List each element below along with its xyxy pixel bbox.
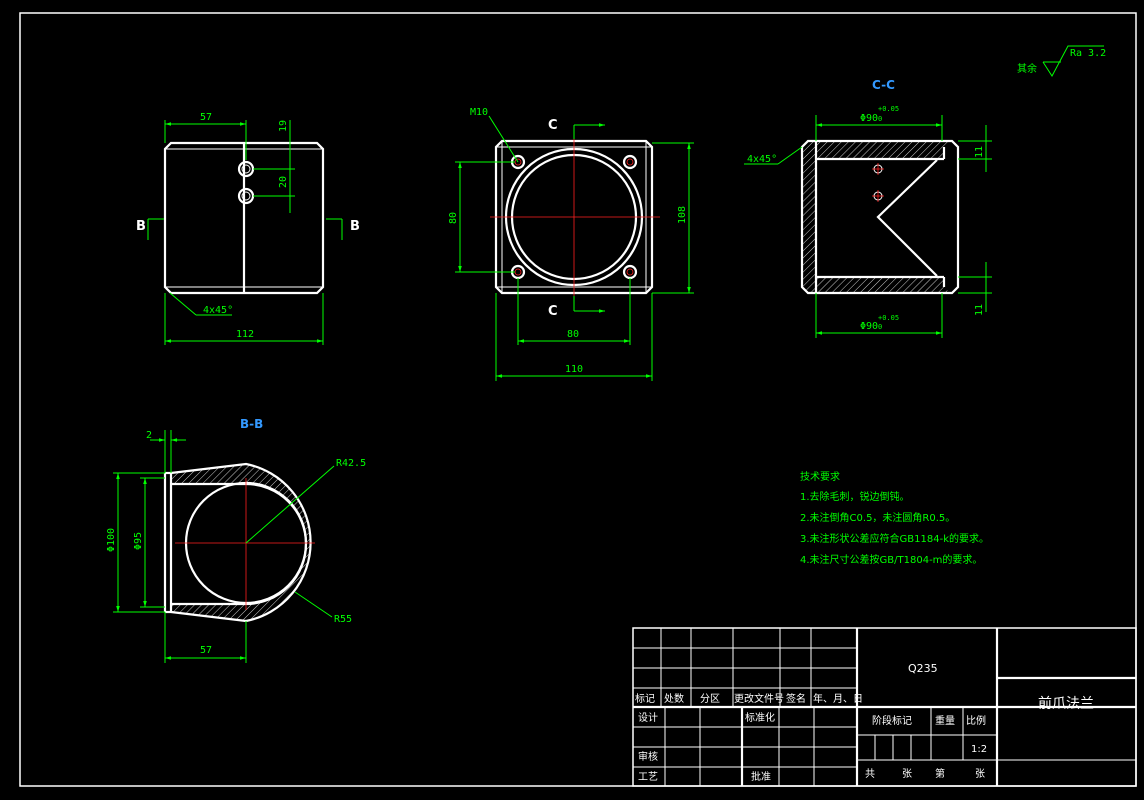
dim-80-horizontal: 80 bbox=[567, 329, 579, 340]
dim-phi90-bottom: Φ90 bbox=[860, 321, 878, 332]
section-mark-b-left: B bbox=[136, 219, 146, 234]
tech-title: 技术要求 bbox=[800, 470, 840, 483]
tb-header-mark: 标记 bbox=[635, 693, 655, 705]
dim-80-vertical: 80 bbox=[448, 212, 459, 224]
roughness-value: Ra 3.2 bbox=[1070, 48, 1106, 59]
tol-upper-top: +0.05 bbox=[878, 105, 899, 113]
dim-19: 19 bbox=[278, 120, 289, 132]
tb-approve: 批准 bbox=[751, 770, 771, 783]
tb-weight: 重量 bbox=[935, 714, 955, 727]
view-side: 57 19 20 4x45° 112 B B bbox=[136, 112, 360, 345]
dim-11-bottom: 11 bbox=[974, 304, 985, 316]
tb-material: Q235 bbox=[908, 662, 938, 675]
tb-page: 第 bbox=[935, 767, 945, 780]
tech-requirements: 技术要求 1.去除毛刺，锐边倒钝。 2.未注倒角C0.5，未注圆角R0.5。 3… bbox=[800, 470, 989, 566]
tb-review: 审核 bbox=[638, 750, 658, 763]
tb-process: 工艺 bbox=[638, 771, 658, 783]
dim-110: 110 bbox=[565, 364, 583, 375]
view-section-bb: B-B 2 R42.5 Φ100 Φ95 R55 bbox=[106, 417, 366, 663]
dim-phi95: Φ95 bbox=[133, 532, 144, 550]
section-mark-c-bottom: C bbox=[548, 304, 558, 319]
tech-item-1: 1.去除毛刺，锐边倒钝。 bbox=[800, 490, 910, 503]
tb-standard: 标准化 bbox=[745, 711, 775, 724]
tol-lower-top: 0 bbox=[878, 115, 882, 123]
tb-sheet: 张 bbox=[902, 768, 912, 780]
roughness-symbol: 其余 Ra 3.2 bbox=[1017, 45, 1106, 77]
tb-total: 共 bbox=[865, 768, 875, 780]
section-title-bb: B-B bbox=[240, 417, 263, 431]
dim-108: 108 bbox=[677, 206, 688, 224]
dim-r55: R55 bbox=[334, 614, 352, 625]
dim-phi90-top: Φ90 bbox=[860, 113, 878, 124]
title-block: 标记 处数 分区 更改文件号 签名 年、月、日 设计 标准化 审核 工艺 批准 … bbox=[632, 627, 1137, 787]
dim-11-top: 11 bbox=[974, 146, 985, 158]
section-mark-b-right: B bbox=[350, 219, 360, 234]
tb-sheet2: 张 bbox=[975, 768, 985, 780]
dim-112: 112 bbox=[236, 329, 254, 340]
tb-header-file: 更改文件号 bbox=[734, 692, 784, 705]
section-mark-c-top: C bbox=[548, 118, 558, 133]
tech-item-2: 2.未注倒角C0.5，未注圆角R0.5。 bbox=[800, 511, 955, 524]
tech-item-4: 4.未注尺寸公差按GB/T1804-m的要求。 bbox=[800, 553, 982, 566]
dim-chamfer-side: 4x45° bbox=[203, 305, 233, 316]
tb-design: 设计 bbox=[638, 711, 658, 724]
tb-header-date: 年、月、日 bbox=[813, 692, 863, 705]
dim-57-bottom: 57 bbox=[200, 645, 212, 656]
roughness-label: 其余 bbox=[1017, 62, 1037, 75]
dim-r42-5: R42.5 bbox=[336, 458, 366, 469]
tb-part-name: 前爪法兰 bbox=[1038, 695, 1094, 712]
dim-m10: M10 bbox=[470, 107, 488, 118]
tb-scale-label: 比例 bbox=[966, 714, 986, 727]
dim-57-top: 57 bbox=[200, 112, 212, 123]
drawing-border bbox=[19, 12, 1137, 787]
tb-header-count: 处数 bbox=[664, 692, 684, 705]
section-title-cc: C-C bbox=[872, 78, 895, 92]
tol-upper-bottom: +0.05 bbox=[878, 314, 899, 322]
tol-lower-bottom: 0 bbox=[878, 323, 882, 331]
tb-scale: 1:2 bbox=[971, 744, 987, 755]
view-front: M10 80 108 80 110 C C bbox=[448, 107, 694, 381]
dim-phi100: Φ100 bbox=[106, 528, 117, 552]
dim-2: 2 bbox=[146, 430, 152, 441]
tech-item-3: 3.未注形状公差应符合GB1184-k的要求。 bbox=[800, 532, 989, 545]
dim-20: 20 bbox=[278, 176, 289, 188]
dim-chamfer-cc: 4x45° bbox=[747, 154, 777, 165]
view-section-cc: C-C Φ90 +0.05 0 Φ90 +0.05 0 4x45° bbox=[744, 78, 992, 338]
tb-header-zone: 分区 bbox=[700, 693, 720, 705]
tb-stage: 阶段标记 bbox=[872, 714, 912, 727]
tb-header-sign: 签名 bbox=[786, 692, 806, 705]
